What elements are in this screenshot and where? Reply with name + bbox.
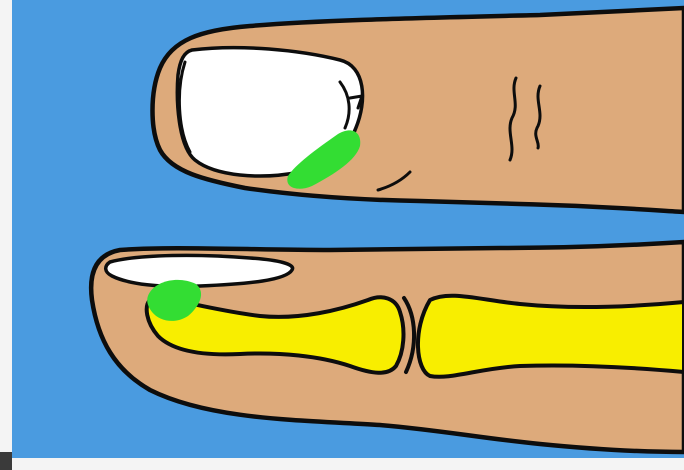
middle-bone — [418, 296, 684, 377]
bottom-nail — [106, 255, 293, 286]
top-finger — [153, 8, 684, 212]
frame-corner — [0, 452, 12, 470]
